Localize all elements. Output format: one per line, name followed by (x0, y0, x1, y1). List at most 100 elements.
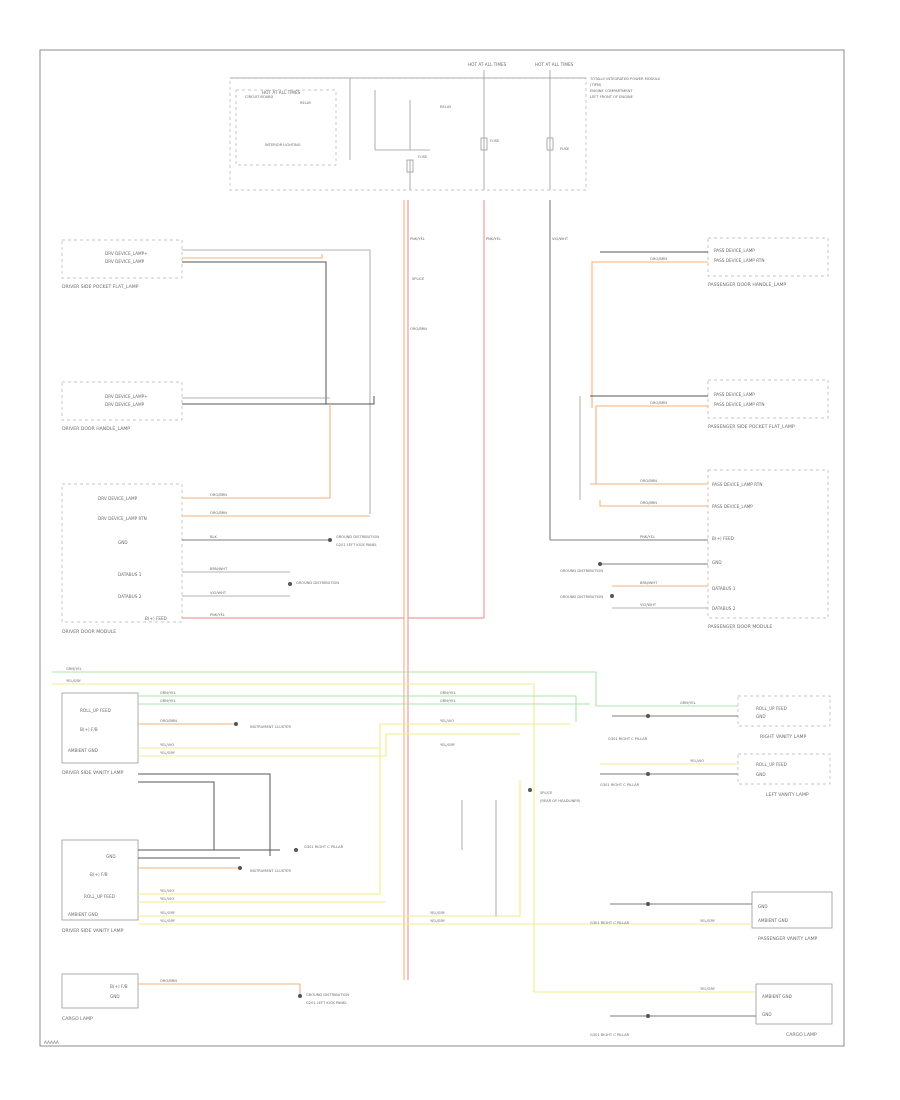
fuse-box: HOT AT ALL TIMES HOT AT ALL TIMES HOT AT… (229, 62, 661, 191)
module-name: CARGO LAMP (786, 1032, 817, 1038)
note: G301 RIGHT C PILLAR (600, 783, 640, 787)
module-name: DRIVER DOOR HANDLE_LAMP (62, 426, 130, 432)
wire-label: YEL/VIO (160, 889, 174, 893)
fuse-inner-label: FUSE (560, 147, 570, 151)
module-driver-vanity-lamp-2: GND B(+) F/B ROLL_UP FEED AMBIENT GND DR… (61, 839, 139, 934)
fuse-top-label: HOT AT ALL TIMES (468, 62, 507, 67)
wire-label: VIO/WHT (552, 237, 569, 241)
wire-label: YEL/GRY (700, 987, 716, 991)
wire-label: YEL/GRY (160, 919, 176, 923)
wire-label: GRN/YEL (440, 699, 456, 703)
note: G301 RIGHT C PILLAR (608, 737, 648, 741)
right-upper-wiring (550, 251, 708, 609)
pin-label: DRV DEVICE_LAMP (98, 496, 138, 501)
pin-label: ROLL_UP FEED (80, 708, 111, 713)
module-driver-vanity-lamp-1: ROLL_UP FEED B(+) F/B AMBIENT GND DRIVER… (61, 692, 139, 776)
wire-label: ORG/BRN (640, 479, 657, 483)
fuse-top-label: HOT AT ALL TIMES (535, 62, 574, 67)
module-name: LEFT VANITY LAMP (766, 792, 809, 798)
left-upper-wiring (182, 249, 404, 619)
wire-label: GRN/YEL (440, 691, 456, 695)
note: G201 LEFT KICK PANEL (336, 543, 377, 547)
module-name: DRIVER DOOR MODULE (62, 629, 116, 635)
wire-label: PNK/YEL (486, 237, 501, 241)
module-passenger-door-handle-lamp: PASS DEVICE_LAMP PASS DEVICE_LAMP RTN PA… (707, 237, 829, 288)
module-cargo-lamp-left: B(+) F/B GND CARGO LAMP (61, 973, 139, 1022)
pin-label: PASS DEVICE_LAMP (714, 392, 755, 397)
pin-label: B(+) F/B (80, 727, 98, 732)
fuse-side-note: (TIPM) (590, 83, 602, 87)
wire-label: GRN/YEL (680, 701, 696, 705)
note: GROUND DISTRIBUTION (306, 993, 349, 997)
wire-labels: PNK/YEL PNK/YEL VIO/WHT ORG/BRN ORG/BRN … (66, 237, 716, 991)
wire-label: YEL/VIO (160, 743, 174, 747)
fuse-side-note: ENGINE COMPARTMENT (590, 89, 633, 93)
wire-label: BRN/WHT (640, 581, 658, 585)
pin-label: DATABUS 1 (712, 586, 736, 591)
note: GROUND DISTRIBUTION (296, 581, 339, 585)
pin-label: GND (106, 854, 116, 859)
pin-label: GND (756, 714, 766, 719)
pin-label: AMBIENT GND (762, 994, 792, 999)
pin-label: B(+) F/B (90, 872, 108, 877)
wire-label: BLK (210, 535, 217, 539)
pin-label: ROLL_UP FEED (84, 894, 115, 899)
pin-label: AMBIENT GND (758, 918, 788, 923)
wire-label: YEL/VIO (440, 719, 454, 723)
pin-label: DRV DEVICE_LAMP+ (105, 251, 148, 256)
module-name: CARGO LAMP (62, 1016, 93, 1022)
footer-code: AAAAA (44, 1040, 59, 1045)
main-feeds (403, 200, 551, 980)
note: INSTRUMENT CLUSTER (250, 869, 291, 873)
wire-label: ORG/BRN (210, 511, 227, 515)
note: INSTRUMENT CLUSTER (250, 725, 291, 729)
wire-label: PNK/YEL (410, 237, 425, 241)
module-left-vanity-lamp: ROLL_UP FEED GND LEFT VANITY LAMP (737, 753, 831, 798)
module-driver-door-module: DRV DEVICE_LAMP DRV DEVICE_LAMP RTN GND … (61, 483, 183, 635)
wire-label: ORG/BRN (650, 257, 667, 261)
wire-label: VIO/WHT (640, 603, 657, 607)
module-driver-door-handle-lamp: DRV DEVICE_LAMP+ DRV DEVICE_LAMP DRIVER … (61, 381, 183, 432)
note: G301 RIGHT C PILLAR (590, 921, 630, 925)
pin-label: DRV DEVICE_LAMP (105, 402, 145, 407)
wire-label: PNK/YEL (210, 613, 225, 617)
pin-label: B(+) FEED (145, 616, 167, 621)
note: GROUND DISTRIBUTION (560, 569, 603, 573)
pin-label: GND (110, 994, 120, 999)
fuse-side-note: LEFT FRONT OF ENGINE (590, 95, 634, 99)
pin-label: AMBIENT GND (68, 748, 98, 753)
diagram-frame (39, 49, 845, 1047)
pin-label: DRV DEVICE_LAMP RTN (98, 516, 147, 521)
note: G201 LEFT KICK PANEL (306, 1001, 347, 1005)
module-cargo-lamp-right: AMBIENT GND GND CARGO LAMP (755, 983, 833, 1038)
note: SPLICE (412, 277, 425, 281)
wire-label: ORG/BRN (410, 327, 427, 331)
pin-label: DATABUS 2 (712, 606, 736, 611)
pin-label: PASS DEVICE_LAMP RTN (714, 402, 764, 407)
wire-label: GRN/YEL (66, 667, 82, 671)
pin-label: DRV DEVICE_LAMP (105, 259, 145, 264)
fuse-inner-label: RELAY (440, 105, 452, 109)
wire-label: ORG/BRN (160, 719, 177, 723)
module-right-vanity-lamp: ROLL_UP FEED GND RIGHT VANITY LAMP (737, 695, 831, 740)
pin-label: GND (758, 904, 768, 909)
pin-label: B(+) F/B (110, 984, 128, 989)
module-name: DRIVER SIDE POCKET FLAT_LAMP (62, 284, 139, 290)
wire-label: YEL/GRY (700, 919, 716, 923)
pin-label: PASS DEVICE_LAMP (712, 504, 753, 509)
wire-label: BRN/WHT (210, 567, 228, 571)
pin-label: DATABUS 1 (118, 572, 142, 577)
module-name: PASSENGER DOOR MODULE (708, 624, 772, 630)
module-name: DRIVER SIDE VANITY LAMP (62, 770, 124, 776)
wire-label: YEL/GRY (160, 911, 176, 915)
pin-label: ROLL_UP FEED (756, 762, 787, 767)
wire-label: YEL/VIO (160, 897, 174, 901)
wire-label: ORG/BRN (640, 501, 657, 505)
wire-label: GRN/YEL (160, 691, 176, 695)
pin-label: GND (762, 1012, 772, 1017)
wire-label: ORG/BRN (650, 401, 667, 405)
pin-label: AMBIENT GND (68, 912, 98, 917)
note: GROUND DISTRIBUTION (560, 595, 603, 599)
fuse-inner-label: RELAY (300, 101, 312, 105)
module-name: PASSENGER DOOR HANDLE_LAMP (708, 282, 786, 288)
